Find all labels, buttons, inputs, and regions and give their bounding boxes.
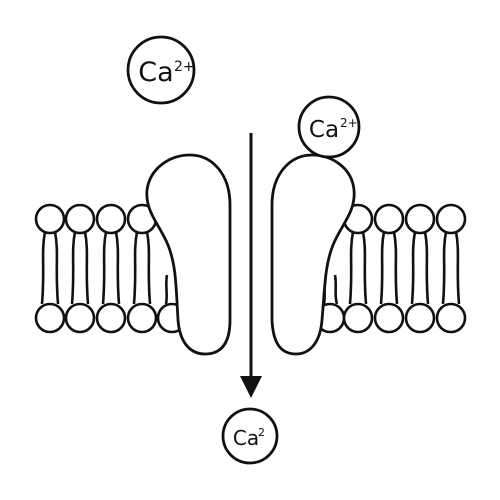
calcium-ion-top-right: Ca 2+ bbox=[297, 95, 361, 159]
lipid-heads-right bbox=[314, 203, 467, 334]
ion-symbol-top-right: Ca bbox=[309, 117, 339, 143]
lipid-heads-left bbox=[34, 203, 188, 334]
lipid-bilayer-left bbox=[34, 203, 188, 334]
ion-charge-top-large: 2+ bbox=[174, 59, 195, 75]
lipid-tails-right bbox=[322, 231, 461, 305]
calcium-ion-top-large: Ca 2+ bbox=[126, 35, 196, 105]
channel-protein-right bbox=[270, 153, 356, 356]
channel-protein-left bbox=[145, 153, 232, 356]
lipid-bilayer-right bbox=[314, 203, 467, 334]
ion-symbol-bottom: Ca bbox=[233, 426, 259, 450]
ion-flow-arrow bbox=[240, 133, 262, 398]
ion-charge-top-right: 2+ bbox=[340, 116, 358, 130]
ion-symbol-top-large: Ca bbox=[138, 57, 173, 88]
ion-charge-bottom: 2 bbox=[258, 426, 265, 439]
lipid-tails-left bbox=[40, 231, 181, 305]
calcium-ion-bottom: Ca 2 bbox=[221, 407, 279, 465]
